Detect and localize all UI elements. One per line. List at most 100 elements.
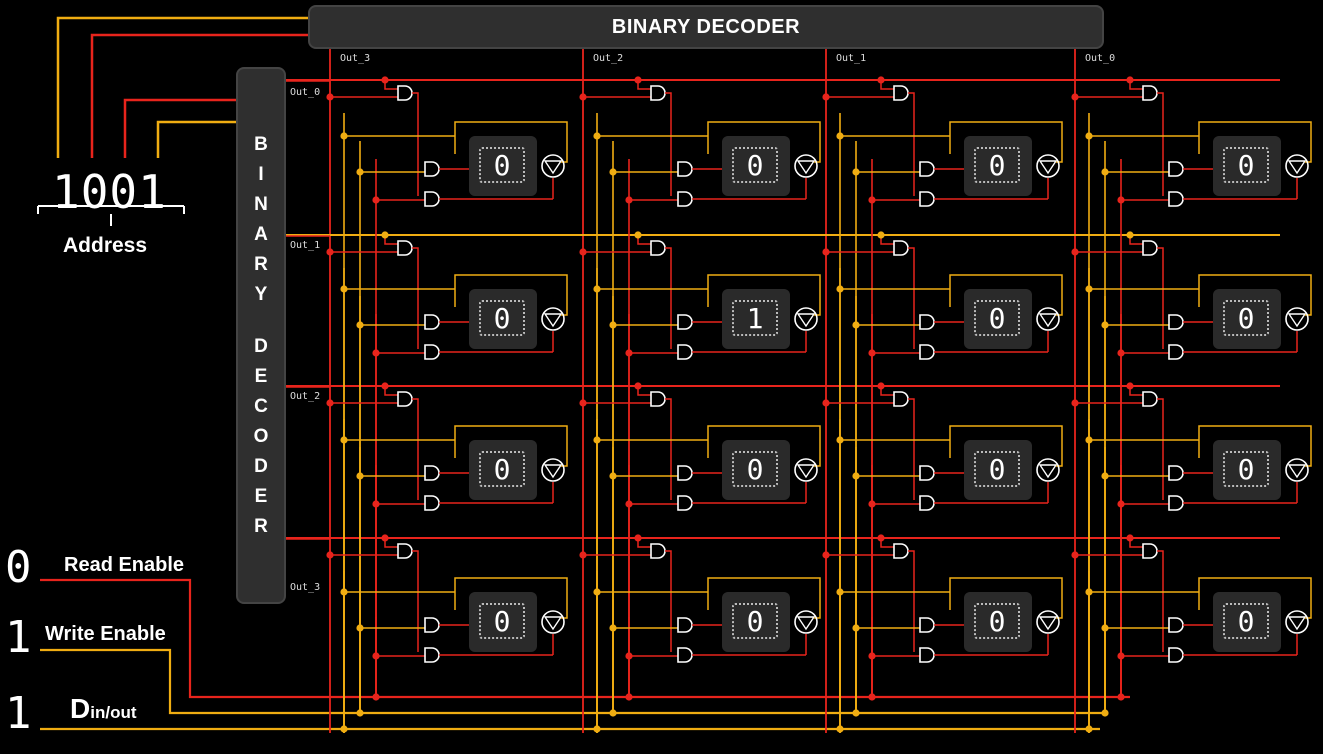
memory-cell-value: 0 (1223, 603, 1269, 639)
data-value[interactable]: 1 (5, 688, 32, 739)
memory-cell[interactable]: 0 (964, 592, 1032, 652)
wire-junction (1071, 551, 1079, 559)
select-wire (908, 398, 915, 500)
and-gate-icon (397, 240, 413, 256)
memory-cell[interactable]: 0 (1213, 440, 1281, 500)
select-wire (1157, 247, 1164, 349)
wire-junction (877, 76, 885, 84)
select-wire (908, 92, 915, 196)
write-enable-value[interactable]: 1 (5, 612, 32, 663)
memory-cell[interactable]: 0 (469, 289, 537, 349)
select-wire (1157, 92, 1164, 196)
and-gate-icon (893, 543, 909, 559)
memory-cell[interactable]: 0 (964, 440, 1032, 500)
left-decoder-letter: O (253, 425, 269, 447)
tristate-buffer-triangle (796, 313, 816, 328)
tristate-buffer-icon (1285, 154, 1309, 178)
write-enable-wire (40, 648, 1108, 715)
memory-cell-value: 0 (479, 147, 525, 183)
tristate-buffer-icon (794, 307, 818, 331)
and-gate-icon (919, 647, 935, 663)
memory-cell[interactable]: 0 (469, 136, 537, 196)
memory-cell-value: 0 (479, 451, 525, 487)
wire-junction (625, 500, 633, 508)
memory-cell[interactable]: 0 (1213, 289, 1281, 349)
and-gate-icon (424, 344, 440, 360)
memory-cell[interactable]: 0 (722, 136, 790, 196)
left-decoder-letter: D (254, 455, 268, 477)
left-decoder-letter: R (254, 515, 268, 537)
wire-junction (634, 534, 642, 542)
wire-junction (1126, 76, 1134, 84)
wire-junction (372, 500, 380, 508)
top-binary-decoder: BINARY DECODER (308, 5, 1104, 49)
select-wire (1157, 550, 1164, 652)
and-gate-icon (1142, 391, 1158, 407)
wire-junction (634, 382, 642, 390)
wire-junction (356, 709, 364, 717)
memory-cell[interactable]: 0 (1213, 592, 1281, 652)
tristate-buffer-icon (1036, 307, 1060, 331)
memory-cell[interactable]: 0 (964, 289, 1032, 349)
wire-junction (381, 76, 389, 84)
wire-junction (593, 725, 601, 733)
wire-junction (609, 168, 617, 176)
top-decoder-output-label: Out_3 (340, 53, 371, 64)
memory-cell-value: 0 (732, 147, 778, 183)
and-gate-icon (1142, 543, 1158, 559)
and-gate-icon (919, 495, 935, 511)
select-wire (665, 92, 672, 196)
tristate-buffer-icon (794, 610, 818, 634)
memory-cell[interactable]: 0 (722, 592, 790, 652)
and-gate-icon (1168, 191, 1184, 207)
wire-junction (1071, 399, 1079, 407)
wire-junction (822, 93, 830, 101)
wire-junction (372, 196, 380, 204)
top-decoder-label: BINARY DECODER (611, 15, 801, 38)
memory-cell-value: 1 (732, 300, 778, 336)
select-wire (665, 550, 672, 652)
select-wire (665, 247, 672, 349)
tristate-buffer-icon (1285, 307, 1309, 331)
wire-junction (1071, 248, 1079, 256)
left-decoder-letter: R (254, 253, 268, 275)
left-decoder-output-label: Out_2 (290, 391, 321, 402)
tristate-buffer-icon (541, 307, 565, 331)
memory-cell[interactable]: 0 (722, 440, 790, 500)
read-enable-value[interactable]: 0 (5, 542, 32, 593)
left-decoder-letter: A (254, 223, 268, 245)
left-decoder-output-label: Out_1 (290, 240, 321, 251)
memory-cell[interactable]: 0 (469, 440, 537, 500)
and-gate-icon (677, 161, 693, 177)
feedback-wire (707, 425, 821, 467)
wire-junction (1126, 382, 1134, 390)
tristate-buffer-triangle (1038, 313, 1058, 328)
tristate-buffer-icon (541, 610, 565, 634)
top-decoder-output-label: Out_1 (836, 53, 867, 64)
memory-cell[interactable]: 0 (469, 592, 537, 652)
memory-cell[interactable]: 1 (722, 289, 790, 349)
left-decoder-output-label: Out_0 (290, 87, 321, 98)
wire-junction (852, 709, 860, 717)
wire-junction (326, 399, 334, 407)
wire-junction (326, 551, 334, 559)
select-wire (412, 247, 419, 349)
and-gate-icon (677, 344, 693, 360)
memory-cell-value: 0 (732, 603, 778, 639)
left-decoder-letter: B (254, 133, 268, 155)
wire-junction (579, 399, 587, 407)
left-decoder-output-label: Out_3 (290, 582, 321, 593)
memory-cell[interactable]: 0 (1213, 136, 1281, 196)
select-wire (908, 550, 915, 652)
and-gate-icon (650, 85, 666, 101)
and-gate-icon (677, 617, 693, 633)
tristate-buffer-icon (794, 458, 818, 482)
address-value[interactable]: 1001 (52, 165, 167, 219)
memory-cell[interactable]: 0 (964, 136, 1032, 196)
wire-junction (1101, 709, 1109, 717)
left-decoder-letter: C (254, 395, 268, 417)
memory-cell-value: 0 (479, 300, 525, 336)
feedback-wire (949, 577, 1063, 619)
wire-junction (372, 652, 380, 660)
wire-junction (1101, 624, 1109, 632)
